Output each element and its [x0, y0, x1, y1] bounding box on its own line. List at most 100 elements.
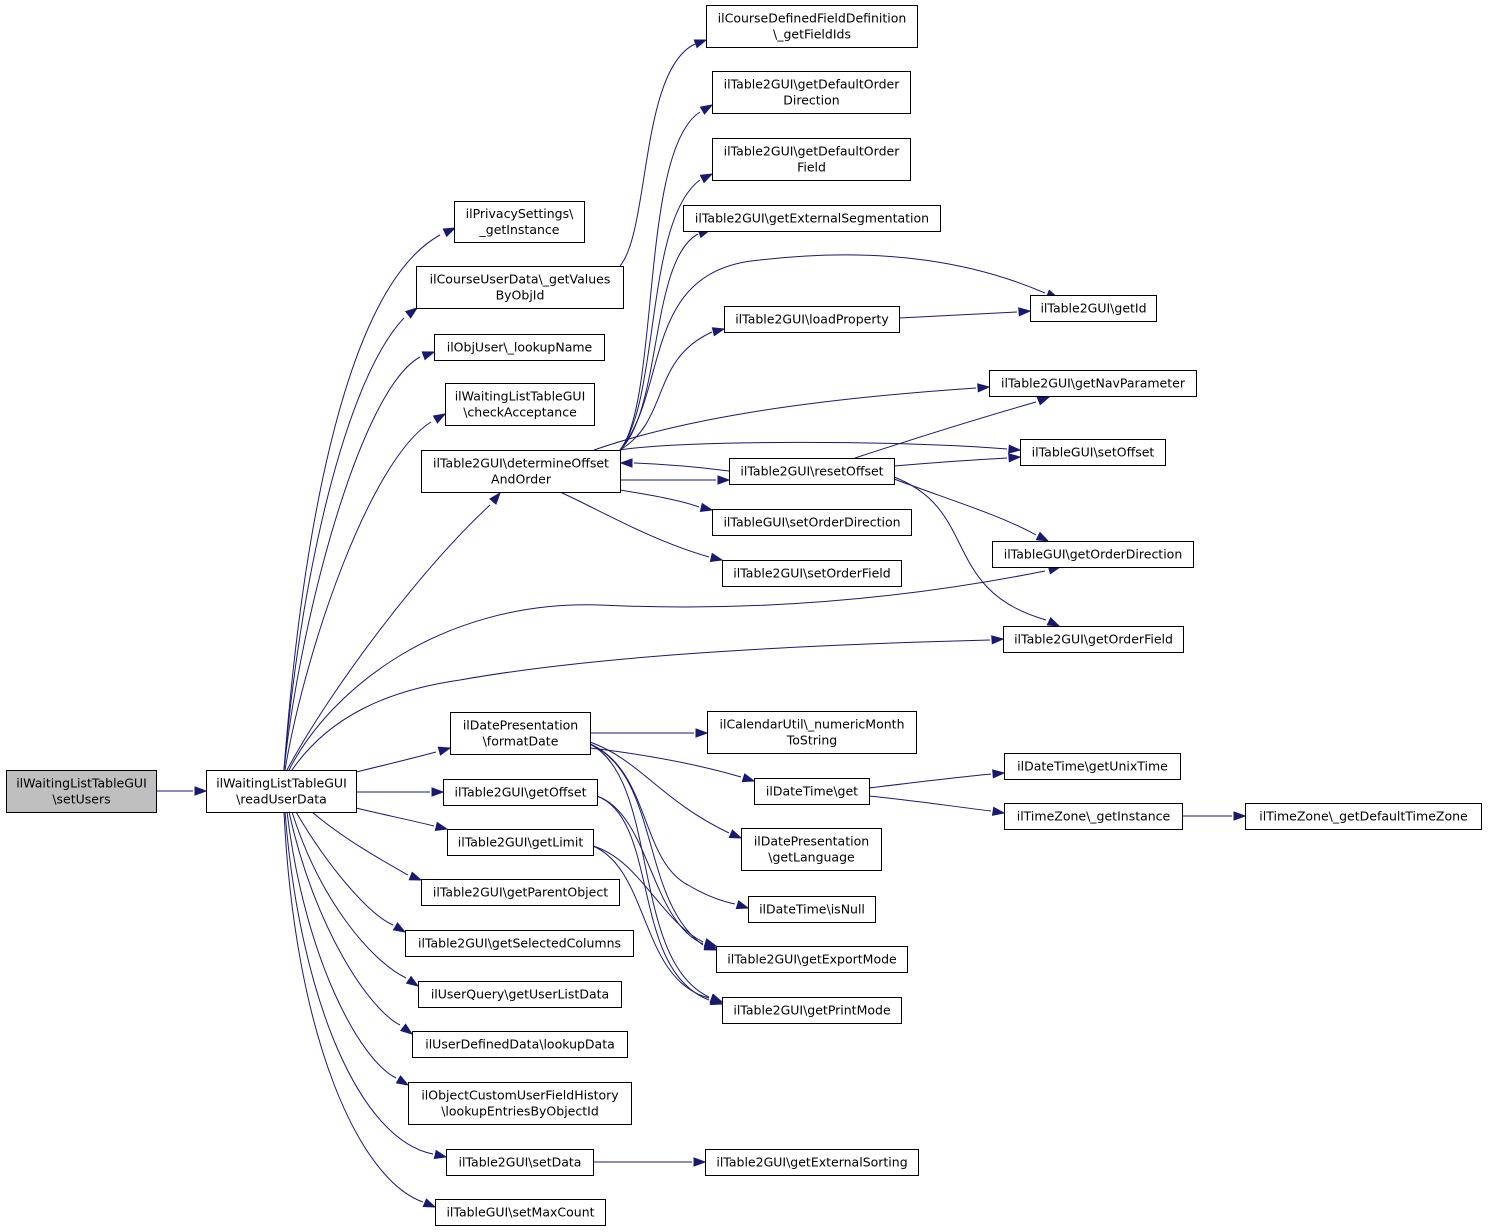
node-lookupEntries[interactable]: ilObjectCustomUserFieldHistory\lookupEnt… — [408, 1082, 632, 1125]
node-privacy[interactable]: ilPrivacySettings\_getInstance — [454, 201, 585, 243]
node-resetOffset[interactable]: ilTable2GUI\resetOffset — [729, 458, 895, 485]
edge-readUserData-to-getOrderField — [291, 635, 1005, 771]
node-exportMode[interactable]: ilTable2GUI\getExportMode — [716, 946, 908, 973]
node-dateTimeGet[interactable]: ilDateTime\get — [754, 778, 870, 805]
node-getSelectedColumns[interactable]: ilTable2GUI\getSelectedColumns — [405, 930, 634, 957]
node-box — [434, 334, 605, 361]
node-label-line: ilTable2GUI\getExternalSegmentation — [695, 211, 929, 226]
edge-readUserData-to-objUser — [283, 351, 436, 771]
node-getParentObject[interactable]: ilTable2GUI\getParentObject — [421, 879, 620, 906]
node-readUserData[interactable]: ilWaitingListTableGUI\readUserData — [206, 770, 357, 813]
edge-getLimit-to-exportMode — [592, 845, 718, 948]
edge-courseUserData-to-courseDefined — [619, 39, 708, 267]
node-label-line: ilDateTime\getUnixTime — [1017, 759, 1168, 774]
edge-resetOffset-to-navParam — [854, 396, 1051, 459]
node-label-line: ilCalendarUtil\_numericMonth — [720, 717, 905, 732]
node-getOrderField[interactable]: ilTable2GUI\getOrderField — [1003, 626, 1184, 653]
node-box — [6, 770, 157, 813]
edge-determineOffset-to-setOrderDirection — [619, 489, 714, 512]
node-label-line: \getLanguage — [768, 850, 855, 865]
node-box — [722, 560, 902, 587]
node-setOrderField[interactable]: ilTable2GUI\setOrderField — [722, 560, 902, 587]
node-defaultTZ[interactable]: ilTimeZone\_getDefaultTimeZone — [1245, 803, 1482, 830]
node-navParam[interactable]: ilTable2GUI\getNavParameter — [989, 370, 1197, 397]
edge-determineOffset-to-setOrderField — [559, 491, 724, 562]
node-box — [754, 778, 870, 805]
node-box — [729, 458, 895, 485]
edge-readUserData-to-setMaxCount — [283, 811, 437, 1208]
node-box — [421, 450, 621, 493]
node-getLanguage[interactable]: ilDatePresentation\getLanguage — [741, 828, 882, 871]
node-label-line: ilTimeZone\_getDefaultTimeZone — [1259, 809, 1468, 824]
node-getOrderDirection[interactable]: ilTableGUI\getOrderDirection — [992, 541, 1194, 568]
node-box — [447, 829, 594, 856]
node-getUserListData[interactable]: ilUserQuery\getUserListData — [418, 981, 622, 1008]
node-externalSeg[interactable]: ilTable2GUI\getExternalSegmentation — [683, 205, 941, 232]
node-isNull[interactable]: ilDateTime\isNull — [748, 896, 876, 923]
node-courseDefined[interactable]: ilCourseDefinedFieldDefinition\_getField… — [706, 5, 918, 48]
node-setOffset[interactable]: ilTableGUI\setOffset — [1020, 439, 1166, 466]
edge-resetOffset-to-setOffset — [893, 453, 1022, 467]
node-unixTime[interactable]: ilDateTime\getUnixTime — [1004, 753, 1181, 780]
node-setOrderDirection[interactable]: ilTableGUI\setOrderDirection — [712, 509, 912, 536]
node-label-line: ilTable2GUI\determineOffset — [433, 456, 609, 471]
node-box — [435, 1199, 606, 1226]
node-label-line: ilWaitingListTableGUI — [16, 776, 147, 791]
node-box — [716, 946, 908, 973]
node-box — [712, 509, 912, 536]
edge-getOffset-to-exportMode — [596, 795, 718, 950]
node-tzInstance[interactable]: ilTimeZone\_getInstance — [1004, 803, 1183, 830]
node-lookupData[interactable]: ilUserDefinedData\lookupData — [412, 1031, 628, 1058]
node-objUser[interactable]: ilObjUser\_lookupName — [434, 334, 605, 361]
node-formatDate[interactable]: ilDatePresentation\formatDate — [450, 712, 591, 755]
node-label-line: ilWaitingListTableGUI — [455, 389, 586, 404]
node-setMaxCount[interactable]: ilTableGUI\setMaxCount — [435, 1199, 606, 1226]
edge-formatDate-to-dateTimeGet — [589, 747, 756, 783]
node-label-line: ilTable2GUI\setOrderField — [733, 566, 890, 581]
node-label-line: ilTable2GUI\resetOffset — [740, 464, 883, 479]
node-loadProperty[interactable]: ilTable2GUI\loadProperty — [724, 306, 900, 333]
node-box — [408, 1082, 632, 1125]
node-setData[interactable]: ilTable2GUI\setData — [446, 1149, 594, 1176]
node-label-line: ilDateTime\get — [766, 784, 858, 799]
edge-resetOffset-to-getOrderField — [893, 476, 1061, 627]
node-setUsers[interactable]: ilWaitingListTableGUI\setUsers — [6, 770, 157, 813]
node-getOffset[interactable]: ilTable2GUI\getOffset — [443, 779, 598, 806]
node-label-line: ilDateTime\isNull — [759, 902, 865, 917]
node-box — [1004, 803, 1183, 830]
edge-determineOffset-to-loadProperty — [619, 327, 726, 451]
node-checkAcceptance[interactable]: ilWaitingListTableGUI\checkAcceptance — [445, 383, 595, 426]
node-box — [421, 879, 620, 906]
node-box — [416, 266, 624, 309]
node-box — [712, 138, 911, 181]
node-label-line: ilTableGUI\setMaxCount — [446, 1205, 594, 1220]
node-externalSorting[interactable]: ilTable2GUI\getExternalSorting — [705, 1149, 919, 1176]
node-label-line: Direction — [783, 93, 839, 108]
node-label-line: _getInstance — [479, 222, 560, 237]
edge-readUserData-to-checkAcceptance — [284, 413, 447, 771]
edge-dateTimeGet-to-unixTime — [868, 769, 1006, 789]
node-box — [1003, 626, 1184, 653]
node-getLimit[interactable]: ilTable2GUI\getLimit — [447, 829, 594, 856]
node-label-line: ilTable2GUI\getDefaultOrder — [724, 77, 901, 92]
node-printMode[interactable]: ilTable2GUI\getPrintMode — [722, 997, 902, 1024]
node-label-line: \setUsers — [52, 792, 110, 807]
node-box — [992, 541, 1194, 568]
node-label-line: ToString — [786, 733, 837, 748]
node-box — [712, 71, 911, 114]
node-label-line: ByObjId — [496, 288, 545, 303]
edge-tzInstance-to-defaultTZ — [1182, 811, 1247, 821]
node-label-line: ilTableGUI\getOrderDirection — [1004, 547, 1183, 562]
node-box — [405, 930, 634, 957]
node-getId[interactable]: ilTable2GUI\getId — [1030, 295, 1157, 322]
node-box — [741, 828, 882, 871]
edge-dateTimeGet-to-tzInstance — [868, 795, 1006, 816]
edge-readUserData-to-setData — [284, 811, 448, 1159]
node-label-line: ilTable2GUI\getOrderField — [1014, 632, 1173, 647]
